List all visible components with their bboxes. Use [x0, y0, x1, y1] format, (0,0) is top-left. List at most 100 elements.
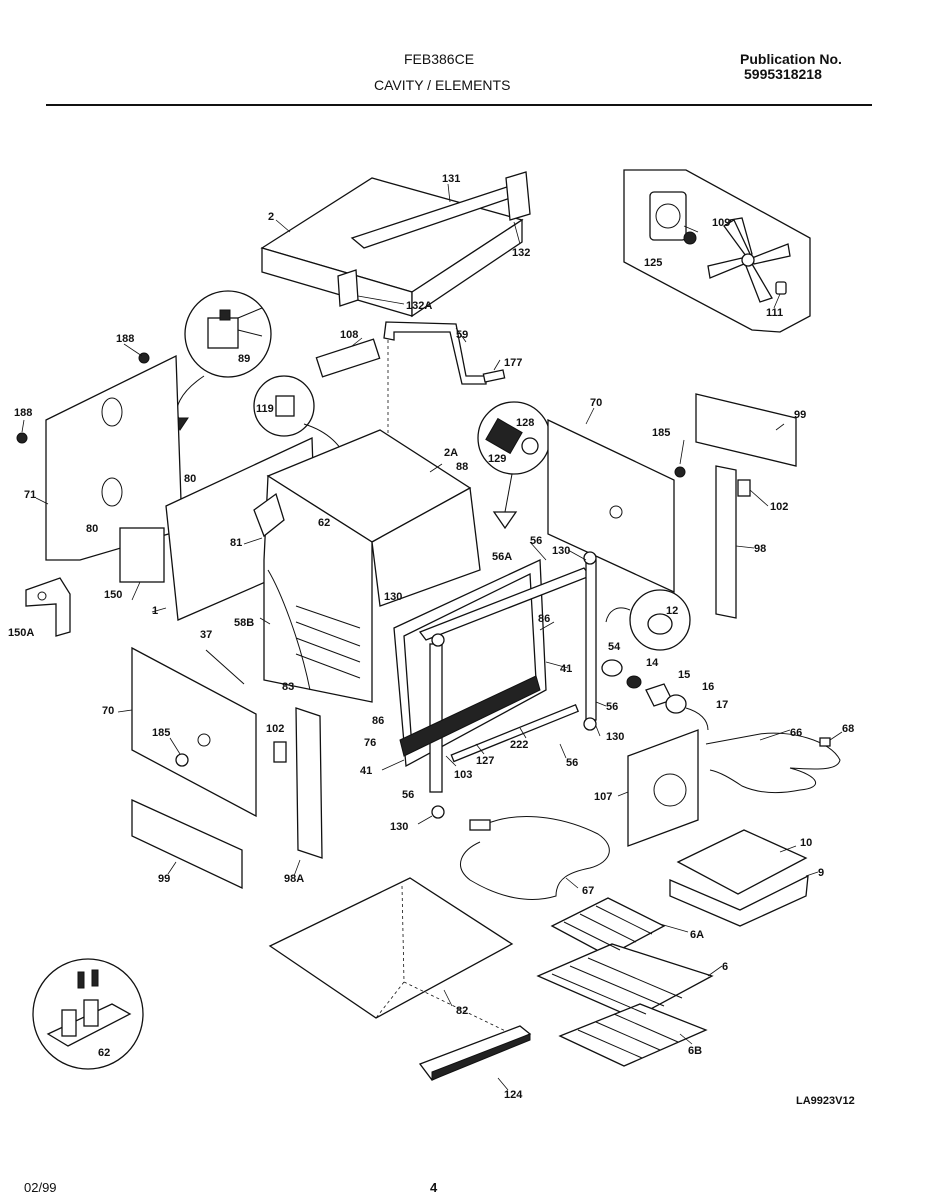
header-rule — [46, 104, 872, 106]
label-130-top-right: 130 — [552, 545, 570, 557]
footer-page-number: 4 — [430, 1180, 438, 1195]
label-102-left: 102 — [266, 723, 284, 735]
label-185-left: 185 — [152, 727, 170, 739]
parts-108-59-177 — [315, 321, 506, 460]
bracket-98-102 — [715, 465, 751, 619]
label-6B: 6B — [688, 1045, 702, 1057]
label-6A: 6A — [690, 929, 704, 941]
label-80-lower: 80 — [86, 523, 98, 535]
label-66: 66 — [790, 727, 802, 739]
light-assembly — [601, 659, 709, 731]
label-102-right: 102 — [770, 501, 788, 513]
label-80-upper: 80 — [184, 473, 196, 485]
label-41-right: 41 — [560, 663, 572, 675]
label-56-mid: 56 — [606, 701, 618, 713]
label-59: 59 — [456, 329, 468, 341]
label-99-upper: 99 — [794, 409, 806, 421]
label-109: 109 — [712, 217, 730, 229]
label-12: 12 — [666, 605, 678, 617]
label-188-top: 188 — [116, 333, 134, 345]
label-41-left: 41 — [360, 765, 372, 777]
leader-lines — [21, 183, 843, 1091]
label-129: 129 — [488, 453, 506, 465]
diagram-code: LA9923V12 — [796, 1095, 855, 1107]
label-82: 82 — [456, 1005, 468, 1017]
publication-label: Publication No. — [740, 51, 842, 67]
label-125: 125 — [644, 257, 662, 269]
label-130-upper-left: 130 — [384, 591, 402, 603]
label-103: 103 — [454, 769, 472, 781]
label-54: 54 — [608, 641, 621, 653]
label-188-left: 188 — [14, 407, 32, 419]
label-98A: 98A — [284, 873, 304, 885]
label-131: 131 — [442, 173, 460, 185]
bottom-panel-82 — [268, 877, 532, 1081]
label-107: 107 — [594, 791, 612, 803]
label-67: 67 — [582, 885, 594, 897]
broil-element-66 — [627, 729, 841, 847]
label-62-inset: 62 — [98, 1047, 110, 1059]
oven-cavity-88 — [253, 429, 481, 703]
label-56-top: 56 — [530, 535, 542, 547]
label-37: 37 — [200, 629, 212, 641]
label-132: 132 — [512, 247, 530, 259]
label-86-lower: 86 — [372, 715, 384, 727]
label-56A: 56A — [492, 551, 512, 563]
label-98: 98 — [754, 543, 766, 555]
label-119: 119 — [256, 403, 274, 415]
label-89: 89 — [238, 353, 250, 365]
convection-fan-inset — [623, 169, 811, 333]
label-56-right: 56 — [566, 757, 578, 769]
label-62-cavity: 62 — [318, 517, 330, 529]
model-number: FEB386CE — [404, 51, 475, 67]
terminal-block-detail-62 — [32, 958, 144, 1070]
label-83: 83 — [282, 681, 294, 693]
label-108: 108 — [340, 329, 358, 341]
label-58B: 58B — [234, 617, 254, 629]
label-2A: 2A — [444, 447, 458, 459]
rear-panel-70 — [547, 418, 675, 594]
label-16: 16 — [702, 681, 714, 693]
broil-pan-9-10 — [669, 829, 809, 927]
section-title: CAVITY / ELEMENTS — [374, 77, 511, 93]
oven-racks — [536, 897, 714, 1067]
top-panel-assembly — [260, 171, 531, 318]
label-9: 9 — [818, 867, 824, 879]
label-88: 88 — [456, 461, 468, 473]
label-177: 177 — [504, 357, 522, 369]
lamp-detail-12 — [605, 589, 691, 651]
footer-date: 02/99 — [24, 1180, 57, 1195]
label-70-side: 70 — [102, 705, 114, 717]
label-76: 76 — [364, 737, 376, 749]
label-111: 111 — [766, 307, 783, 319]
label-99-lower: 99 — [158, 873, 170, 885]
door-frame-assembly — [393, 551, 597, 819]
label-70-rear: 70 — [590, 397, 602, 409]
label-6: 6 — [722, 961, 728, 973]
label-150A: 150A — [8, 627, 34, 639]
label-128: 128 — [516, 417, 534, 429]
sensor-detail-119 — [253, 375, 351, 463]
panel-99-upper — [674, 393, 797, 478]
lamp-detail-128-129 — [477, 401, 551, 530]
publication-number: 5995318218 — [744, 66, 822, 82]
label-86-upper: 86 — [538, 613, 550, 625]
side-panel-70-lower — [131, 646, 323, 890]
label-185-right: 185 — [652, 427, 670, 439]
label-15: 15 — [678, 669, 690, 681]
sensor-detail-89 — [171, 290, 272, 431]
label-130-bottom: 130 — [390, 821, 408, 833]
label-150: 150 — [104, 589, 122, 601]
label-130-mid-right: 130 — [606, 731, 624, 743]
label-132A: 132A — [406, 300, 432, 312]
label-14: 14 — [646, 657, 659, 669]
label-17: 17 — [716, 699, 728, 711]
label-71: 71 — [24, 489, 36, 501]
label-68: 68 — [842, 723, 854, 735]
part-labels: 131 2 132 132A 125 109 111 188 188 89 10… — [8, 173, 854, 1101]
label-1: 1 — [152, 605, 158, 617]
label-124: 124 — [504, 1089, 523, 1101]
label-10: 10 — [800, 837, 812, 849]
label-2: 2 — [268, 211, 274, 223]
